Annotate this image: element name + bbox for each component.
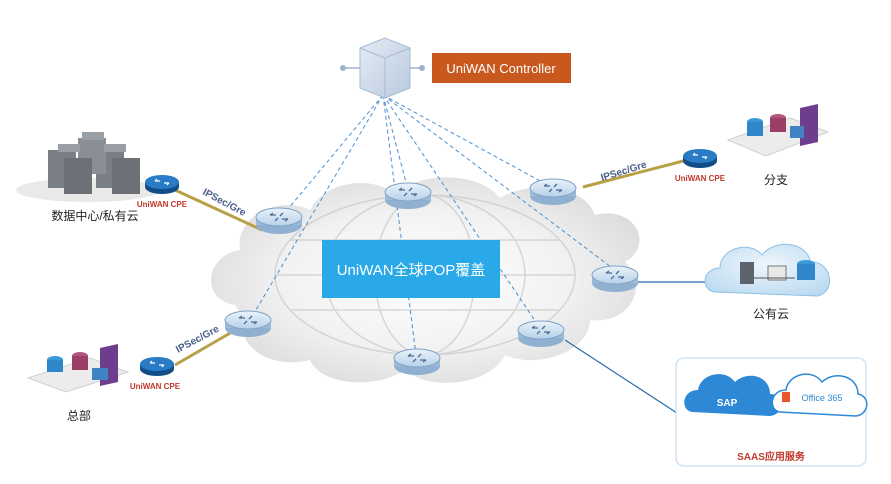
pop-router-icon <box>591 265 639 293</box>
public-cloud-icon <box>704 243 830 297</box>
branch-cpe-label: UniWAN CPE <box>675 174 726 183</box>
pop-router-icon <box>517 320 565 348</box>
datacenter-label: 数据中心/私有云 <box>51 208 138 223</box>
controller-label-box: UniWAN Controller <box>432 53 571 83</box>
branch-label: 分支 <box>764 173 788 187</box>
pop-router-icon <box>224 310 272 338</box>
hq-cpe-icon <box>139 356 175 377</box>
saas-label: SAAS应用服务 <box>737 450 806 463</box>
controller-label: UniWAN Controller <box>446 61 556 76</box>
controller-server-icon <box>340 37 425 99</box>
branch-cpe-icon <box>682 148 718 169</box>
control-links <box>249 94 616 356</box>
public-cloud-label: 公有云 <box>753 307 789 321</box>
branch-tunnel-label: IPSec/Gre <box>600 159 649 183</box>
hq-label: 总部 <box>67 408 91 423</box>
access-links <box>174 158 712 416</box>
hq-workstation-icon <box>26 344 130 393</box>
saas-box: SAP Office 365 <box>675 357 868 467</box>
sap-label: SAP <box>717 398 738 409</box>
pop-label-box: UniWAN全球POP覆盖 <box>322 240 500 298</box>
pop-router-icon <box>255 207 303 235</box>
datacenter-servers-icon <box>16 132 160 202</box>
pop-router-icon <box>393 348 441 376</box>
datacenter-cpe-icon <box>144 174 180 195</box>
datacenter-cpe-label: UniWAN CPE <box>137 200 188 209</box>
office-label: Office 365 <box>802 393 843 403</box>
pop-router-icon <box>384 182 432 210</box>
office-icon <box>782 392 790 402</box>
pop-router-icon <box>529 178 577 206</box>
hq-cpe-label: UniWAN CPE <box>130 382 181 391</box>
pop-label: UniWAN全球POP覆盖 <box>337 261 486 279</box>
branch-workstation-icon <box>726 104 830 157</box>
